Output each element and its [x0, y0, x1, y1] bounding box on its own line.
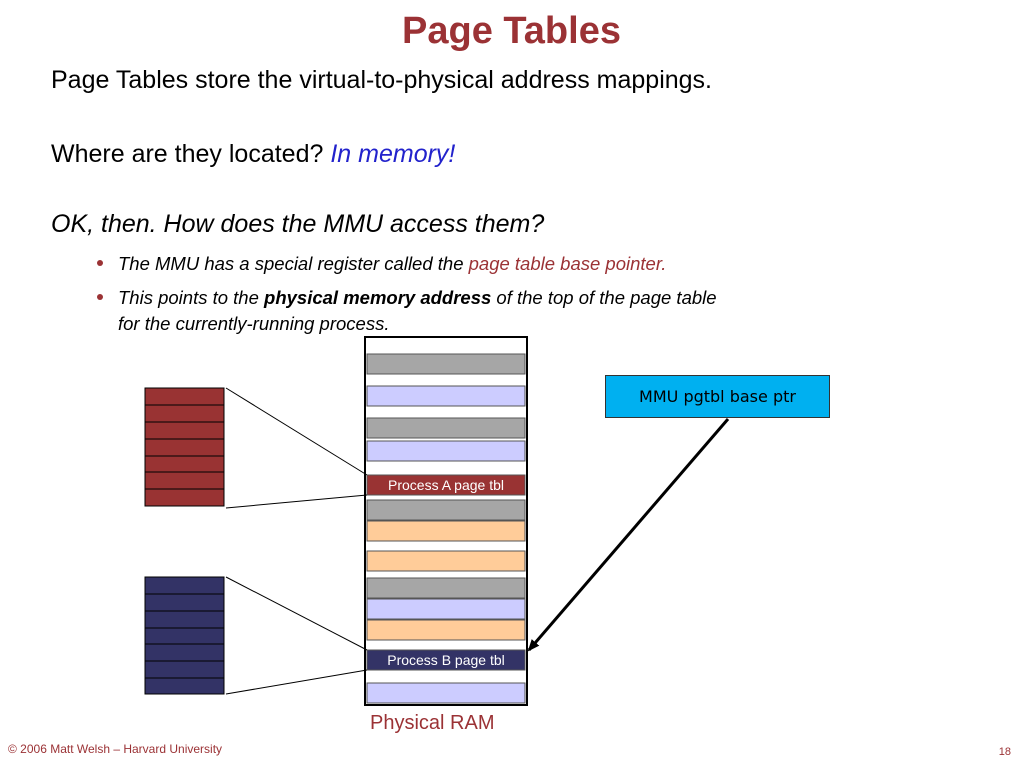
base-pointer-arrow [527, 418, 730, 652]
ram-row [366, 682, 526, 704]
location-answer: In memory! [330, 140, 456, 168]
ram-row [366, 619, 526, 641]
process-b-connector-bottom [225, 669, 368, 695]
bullet-2-suffix: of the top of the page table [491, 287, 717, 308]
ram-row [366, 577, 526, 599]
process-a-page-table [144, 387, 225, 507]
process-b-table-body [144, 576, 225, 695]
process-b-label: Process B page tbl [387, 652, 505, 668]
bullet-text: This points to the physical memory addre… [118, 285, 717, 337]
ram-rows [366, 353, 526, 704]
bullet-1-prefix: The MMU has a special register called th… [118, 253, 469, 274]
process-a-table-body [144, 387, 225, 507]
mmu-question: OK, then. How does the MMU access them? [51, 210, 545, 238]
process-a-connector-bottom [225, 494, 368, 509]
bullet-item-1: The MMU has a special register called th… [97, 251, 887, 277]
ram-row [366, 440, 526, 462]
bullet-2-bold: physical memory address [264, 287, 492, 308]
process-b-connector-top [225, 576, 368, 651]
ram-row [366, 417, 526, 439]
bullet-dot [97, 260, 103, 266]
location-question: Where are they located? In memory! [51, 140, 455, 169]
location-question-text: Where are they located? [51, 140, 324, 168]
bullet-2-line2: for the currently-running process. [118, 313, 390, 334]
bullet-2-prefix: This points to the [118, 287, 265, 308]
process-a-connector-top [225, 387, 368, 476]
process-b-page-table [144, 576, 225, 695]
ram-row [366, 499, 526, 521]
ram-row [366, 385, 526, 407]
physical-ram-label: Physical RAM [370, 712, 495, 734]
intro-line: Page Tables store the virtual-to-physica… [51, 66, 712, 94]
bullet-item-2: This points to the physical memory addre… [97, 285, 887, 337]
process-a-label: Process A page tbl [388, 477, 504, 493]
ram-row [366, 598, 526, 620]
process-a-page-table-slot [366, 474, 526, 496]
page-title: Page Tables [402, 10, 621, 52]
footer-copyright: © 2006 Matt Welsh – Harvard University [8, 742, 223, 756]
ram-row [366, 550, 526, 572]
bullet-dot [97, 294, 103, 300]
ram-row [366, 353, 526, 375]
ram-row [366, 520, 526, 542]
bullet-1-highlight: page table base pointer. [468, 253, 667, 274]
process-b-page-table-slot [366, 649, 526, 671]
mmu-register-box: MMU pgtbl base ptr [605, 375, 830, 418]
bullet-text: The MMU has a special register called th… [118, 251, 666, 277]
slide-number: 18 [998, 746, 1011, 758]
